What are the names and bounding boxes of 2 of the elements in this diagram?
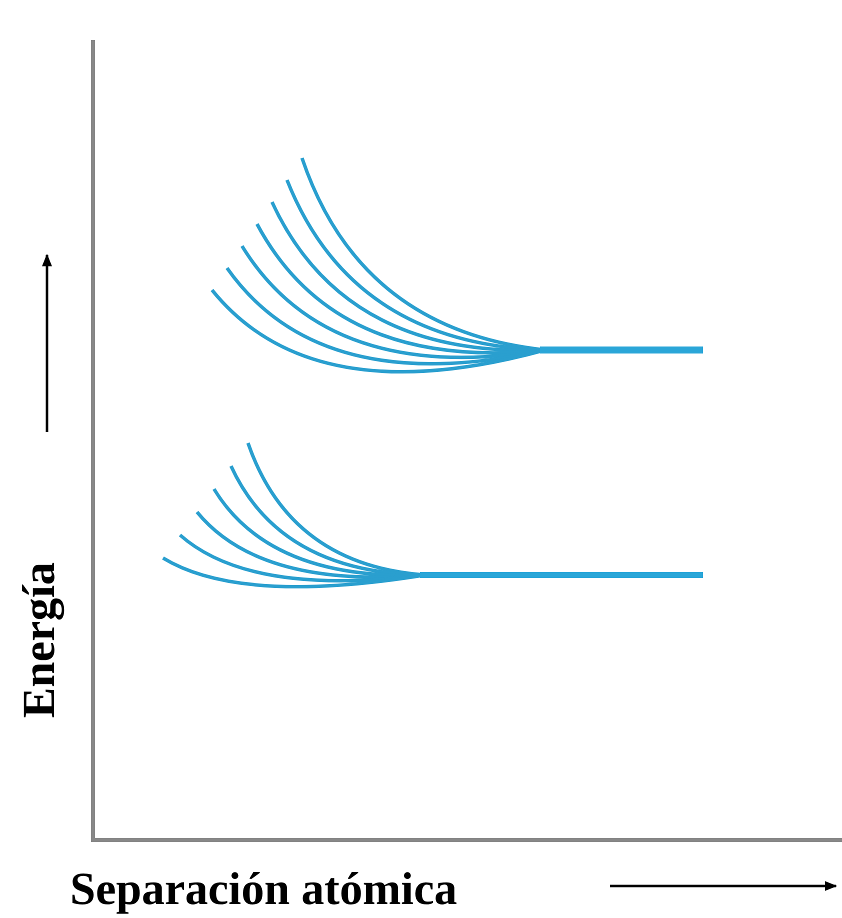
- axis-label: Energía: [16, 562, 62, 718]
- axis-label: Separación atómica: [70, 866, 458, 912]
